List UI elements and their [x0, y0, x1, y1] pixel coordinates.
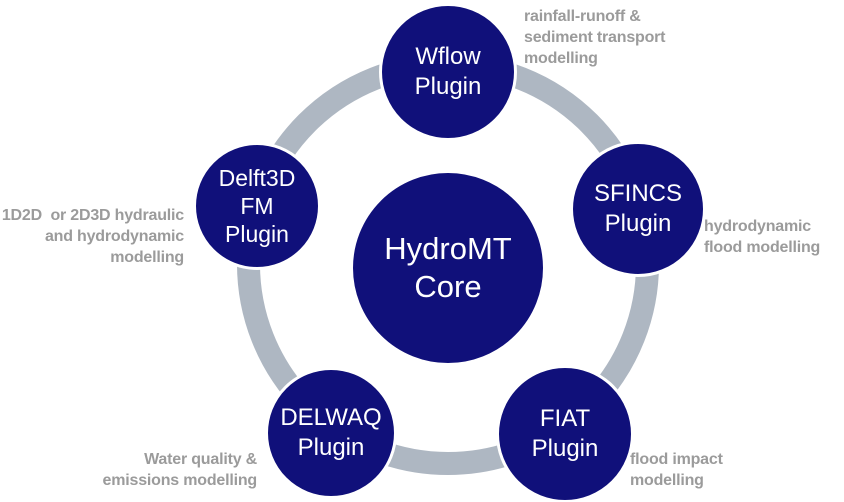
plugin-node-fiat: FIAT Plugin — [496, 365, 634, 502]
annotation-sfincs: hydrodynamic flood modelling — [704, 218, 821, 256]
plugin-node-wflow: Wflow Plugin — [379, 3, 517, 141]
annotation-delwaq: Water quality & emissions modelling — [102, 451, 258, 489]
annotation-fiat: flood impact modelling — [630, 451, 723, 489]
core-node: HydroMT Core — [350, 170, 546, 366]
plugin-node-delwaq: DELWAQ Plugin — [265, 367, 397, 499]
plugin-node-delft3d-fm: Delft3D FM Plugin — [193, 142, 321, 270]
plugin-node-sfincs: SFINCS Plugin — [570, 141, 706, 277]
annotation-delft3d-fm: 1D2D or 2D3D hydraulic and hydrodynamic … — [1, 207, 184, 266]
annotation-wflow: rainfall-runoff & sediment transport mod… — [524, 8, 666, 67]
